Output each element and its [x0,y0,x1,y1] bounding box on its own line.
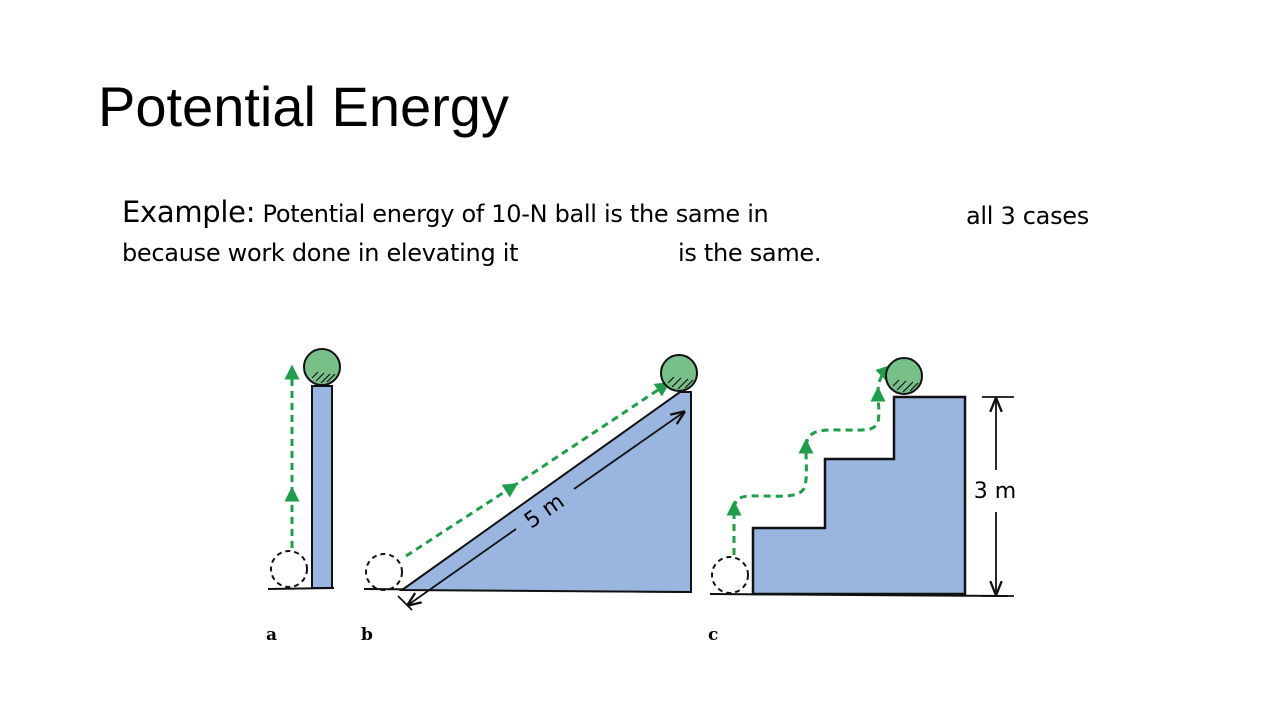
case-b: 5 m [363,354,698,611]
ball-start-a [270,550,308,588]
body-line-1: Example: Potential energy of 10-N ball i… [122,195,769,230]
body-line-2-tail: is the same. [678,239,822,267]
ball-shade-b [667,376,694,390]
ball-shade-a [311,371,336,384]
ramp [398,391,692,594]
case-a [267,348,341,590]
case-label-a: a [266,625,277,645]
case-label-b: b [361,625,373,645]
lift-path-c-step2 [804,386,886,447]
body-line-1-tail: all 3 cases [966,202,1089,230]
ball-top-b [660,354,698,392]
lift-path-c-step1 [732,438,814,509]
body-line-1-text: Potential energy of 10-N ball is the sam… [255,200,769,228]
pillar [311,385,333,589]
ramp-dimension-upper [573,412,684,490]
lift-path-b [405,482,519,558]
staircase [751,395,967,596]
ball-start-b [365,553,403,591]
ball-top-a [303,348,341,386]
slide-title: Potential Energy [98,75,509,138]
ball-start-c [711,556,749,594]
case-label-c: c [708,625,718,645]
ramp-dimension-tick [397,595,413,611]
lift-path-c-top [875,364,892,395]
ball-shade-c [892,379,919,393]
body-line-2: because work done in elevating it [122,239,519,267]
ramp-dimension-lower [408,528,517,605]
lift-path-b-upper [511,381,671,489]
example-lead: Example: [122,195,256,229]
case-c: 3 m [709,357,1016,597]
stair-height-label: 3 m [974,479,1016,504]
ball-top-c [885,357,923,395]
